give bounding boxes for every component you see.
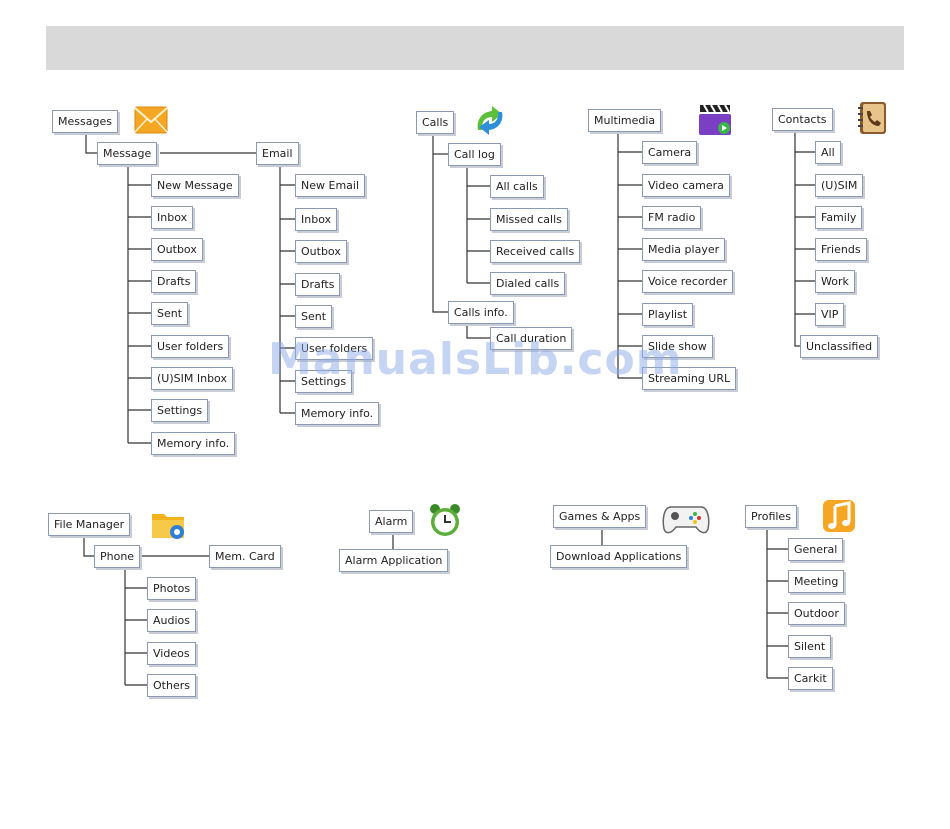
- menu-games-apps[interactable]: Games & Apps: [553, 505, 647, 528]
- gamepad-icon: [662, 506, 710, 534]
- menu-contacts-work[interactable]: Work: [815, 270, 855, 293]
- menu-multimedia[interactable]: Multimedia: [588, 109, 662, 132]
- menu-audios[interactable]: Audios: [147, 609, 196, 632]
- menu-email-outbox[interactable]: Outbox: [295, 240, 347, 263]
- menu-message-sent[interactable]: Sent: [151, 302, 189, 325]
- menu-mem-card[interactable]: Mem. Card: [209, 545, 281, 568]
- music-note-icon: [823, 500, 855, 532]
- menu-message-drafts[interactable]: Drafts: [151, 270, 197, 293]
- menu-video-camera[interactable]: Video camera: [642, 174, 730, 197]
- menu-download-applications[interactable]: Download Applications: [550, 545, 688, 568]
- menu-received-calls[interactable]: Received calls: [490, 240, 581, 263]
- menu-alarm-application[interactable]: Alarm Application: [339, 549, 449, 572]
- menu-message-user-folders[interactable]: User folders: [151, 335, 230, 358]
- menu-profiles[interactable]: Profiles: [745, 505, 797, 528]
- menu-alarm[interactable]: Alarm: [369, 510, 414, 533]
- menu-contacts-friends[interactable]: Friends: [815, 238, 867, 261]
- menu-videos[interactable]: Videos: [147, 642, 196, 665]
- menu-new-email[interactable]: New Email: [295, 174, 366, 197]
- header-bar: [46, 26, 904, 70]
- menu-contacts-vip[interactable]: VIP: [815, 303, 845, 326]
- menu-slide-show[interactable]: Slide show: [642, 335, 713, 358]
- menu-phone[interactable]: Phone: [94, 545, 141, 568]
- menu-voice-recorder[interactable]: Voice recorder: [642, 270, 734, 293]
- menu-all-calls[interactable]: All calls: [490, 175, 544, 198]
- menu-media-player[interactable]: Media player: [642, 238, 726, 261]
- menu-message-inbox[interactable]: Inbox: [151, 206, 194, 229]
- phonebook-icon: [858, 102, 886, 134]
- menu-contacts-usim[interactable]: (U)SIM: [815, 174, 864, 197]
- menu-playlist[interactable]: Playlist: [642, 303, 694, 326]
- menu-call-duration[interactable]: Call duration: [490, 327, 573, 350]
- menu-others[interactable]: Others: [147, 674, 196, 697]
- alarm-clock-icon: [430, 504, 460, 536]
- call-arrows-icon: [477, 106, 503, 135]
- menu-missed-calls[interactable]: Missed calls: [490, 208, 568, 231]
- menu-email-user-folders[interactable]: User folders: [295, 337, 374, 360]
- menu-messages[interactable]: Messages: [52, 110, 118, 133]
- menu-message-outbox[interactable]: Outbox: [151, 238, 203, 261]
- menu-profile-outdoor[interactable]: Outdoor: [788, 602, 845, 625]
- menu-email-inbox[interactable]: Inbox: [295, 208, 338, 231]
- menu-email-settings[interactable]: Settings: [295, 370, 353, 393]
- menu-dialed-calls[interactable]: Dialed calls: [490, 272, 566, 295]
- watermark: ManualsLib.com: [268, 334, 683, 385]
- menu-usim-inbox[interactable]: (U)SIM Inbox: [151, 367, 233, 390]
- menu-calls[interactable]: Calls: [416, 111, 455, 134]
- menu-new-message[interactable]: New Message: [151, 174, 239, 197]
- menu-photos[interactable]: Photos: [147, 577, 197, 600]
- menu-profile-silent[interactable]: Silent: [788, 635, 832, 658]
- menu-profile-meeting[interactable]: Meeting: [788, 570, 845, 593]
- menu-file-manager[interactable]: File Manager: [48, 513, 131, 536]
- menu-contacts-family[interactable]: Family: [815, 206, 863, 229]
- menu-fm-radio[interactable]: FM radio: [642, 206, 702, 229]
- menu-message-memory-info[interactable]: Memory info.: [151, 432, 236, 455]
- menu-email[interactable]: Email: [256, 142, 299, 165]
- menu-message[interactable]: Message: [97, 142, 158, 165]
- menu-streaming-url[interactable]: Streaming URL: [642, 367, 737, 390]
- folder-gear-icon: [152, 514, 184, 539]
- menu-profile-general[interactable]: General: [788, 538, 844, 561]
- menu-profile-carkit[interactable]: Carkit: [788, 667, 833, 690]
- menu-camera[interactable]: Camera: [642, 141, 698, 164]
- menu-message-settings[interactable]: Settings: [151, 399, 209, 422]
- menu-email-drafts[interactable]: Drafts: [295, 273, 341, 296]
- menu-call-log[interactable]: Call log: [448, 143, 501, 166]
- menu-email-sent[interactable]: Sent: [295, 305, 333, 328]
- clapperboard-icon: [699, 104, 731, 135]
- menu-calls-info[interactable]: Calls info.: [448, 301, 514, 324]
- menu-contacts-all[interactable]: All: [815, 141, 841, 164]
- menu-email-memory-info[interactable]: Memory info.: [295, 402, 380, 425]
- menu-contacts[interactable]: Contacts: [772, 108, 833, 131]
- envelope-icon: [134, 106, 168, 134]
- menu-contacts-unclassified[interactable]: Unclassified: [800, 335, 879, 358]
